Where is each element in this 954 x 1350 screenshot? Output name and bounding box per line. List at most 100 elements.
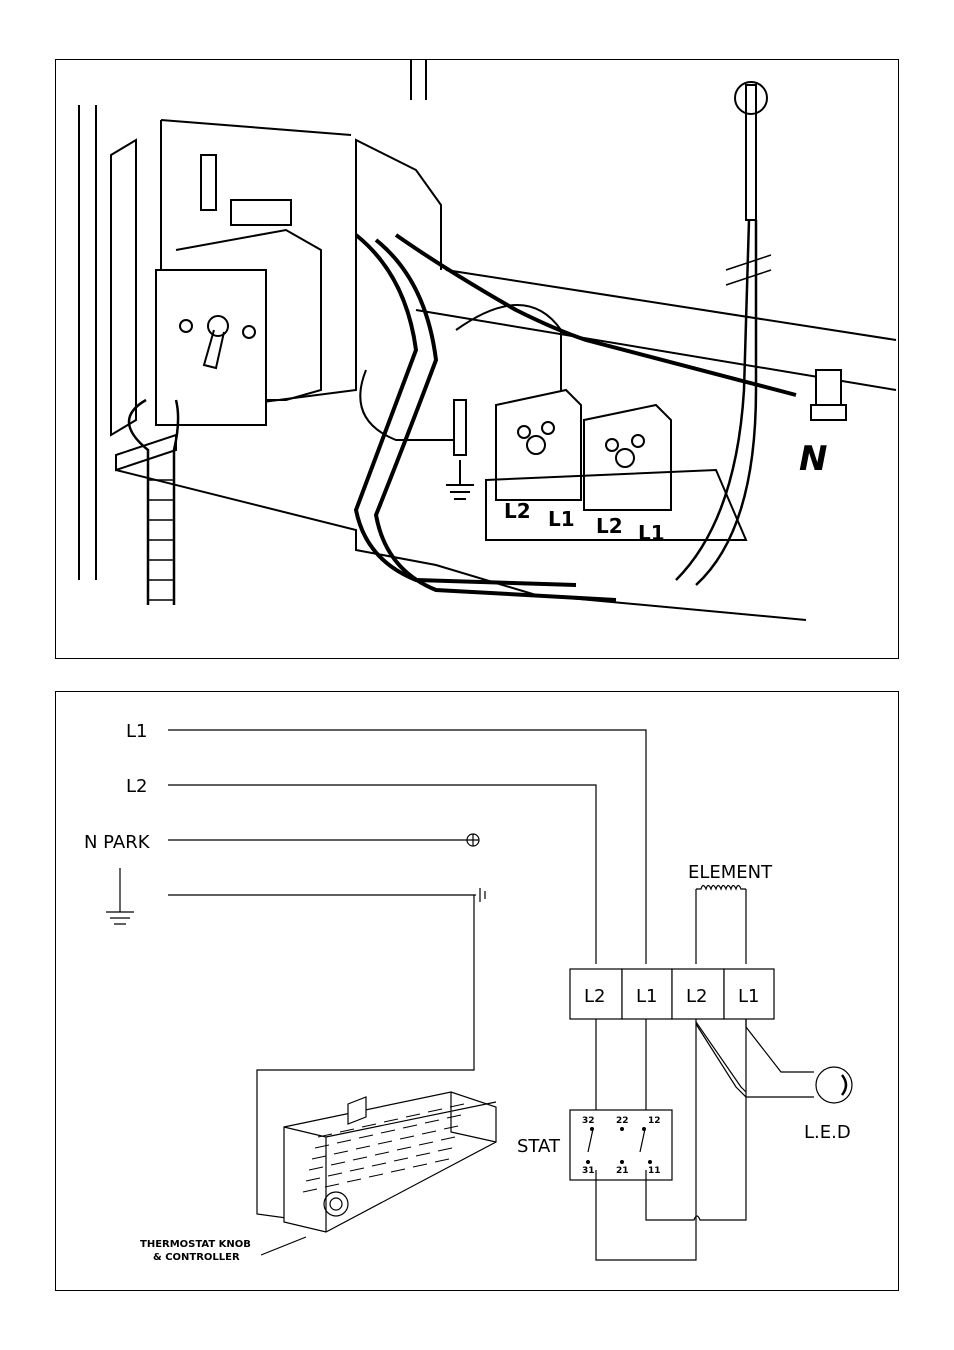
controller-caption-line2: & CONTROLLER [153,1252,240,1263]
element-coil [696,884,746,891]
wiring-illustration-panel: L2 L1 L2 L1 N [55,59,899,659]
led-arc [840,1074,848,1096]
vent-slot [302,1188,318,1193]
terminal-box-l1-b [723,968,775,1020]
supply-label-l1: L1 [126,721,147,742]
terminal-base [485,468,748,541]
vent-slot [446,1114,462,1119]
pictorial-terminal-label: L2 [596,514,623,538]
right-wall-edge [410,60,427,100]
terminal-box-l1-a [621,968,673,1020]
terminal-screw [631,434,645,448]
terminal-block-right [583,403,672,511]
vent-slot [393,1157,409,1162]
vent-slot [421,1130,437,1135]
contact-dot [642,1127,646,1131]
vent-slot [368,1173,384,1178]
thermostat-knob-center [329,1197,343,1211]
terminal-screw [526,435,546,455]
supply-label-l2: L2 [126,776,147,797]
led-lamp [734,81,768,115]
thermostat-tabs [200,154,292,226]
wire-neutral [394,233,797,397]
stat-contact-switch [639,1128,646,1153]
stat-contact-number: 32 [582,1116,595,1126]
left-post [78,105,97,580]
vent-slot [390,1168,406,1173]
terminal-label: L1 [738,986,759,1007]
wire [695,1019,747,1093]
caption-leader-line [260,1236,307,1256]
vent-slot [434,1158,450,1163]
wire-loom-1 [353,233,577,587]
controller-vents [302,1103,465,1193]
led-label: L.E.D [804,1122,851,1143]
vent-slot [349,1167,365,1172]
neutral-nut [810,404,847,421]
vent-slot [437,1147,453,1152]
terminal-screw [605,438,619,452]
vent-slot [330,1161,346,1166]
vent-slot [374,1151,390,1156]
controller-caption-line1: THERMOSTAT KNOB [140,1239,251,1250]
wire-break-mark [725,254,772,286]
vent-slot [415,1152,431,1157]
vent-slot [427,1108,443,1113]
vent-slot [405,1113,421,1118]
element-leads [695,889,747,964]
vent-slot [336,1139,352,1144]
neutral-terminal-cross [467,834,479,846]
vent-slot [311,1155,327,1160]
vent-slot [371,1162,387,1167]
pictorial-terminal-label: L1 [548,507,575,531]
thermostat-knob-stem [202,329,225,370]
contact-dot [586,1160,590,1164]
vent-slot [424,1119,440,1124]
wire [745,1019,814,1073]
pictorial-terminal-label: L1 [638,521,665,545]
vent-slot [383,1118,399,1123]
vent-slot [308,1166,324,1171]
vent-slot [339,1128,355,1133]
contact-dot [590,1127,594,1131]
vent-slot [358,1134,374,1139]
vent-slot [399,1135,415,1140]
stat-contact-number: 22 [616,1116,629,1126]
contact-dot [620,1127,624,1131]
controller-housing [283,1091,497,1233]
stat-contact-number: 11 [648,1166,661,1176]
wire-loop [455,304,562,400]
earth-stud [453,399,467,456]
bracket-top [160,119,352,136]
schematic-panel: L1 L2 N PARK [55,691,899,1291]
contact-dot [620,1160,624,1164]
vent-slot [352,1156,368,1161]
base-plate-edge [115,433,177,472]
led-lead-sleeve [745,84,757,221]
vent-slot [327,1172,343,1177]
contact-dot [648,1160,652,1164]
thermostat-body [175,228,322,401]
controller-clip [347,1096,367,1125]
controller-edges [283,1092,497,1232]
vent-slot [440,1136,456,1141]
earth-ground-symbol [106,868,134,925]
conduit-ribs [148,479,174,601]
wiring-schematic: L1 L2 N PARK [84,721,853,1263]
wire-loom-2 [373,238,617,602]
vent-slot [377,1140,393,1145]
terminal-screw [615,448,635,468]
l2-supply-line [168,784,597,964]
earth-symbol [446,460,474,500]
vent-slot [380,1129,396,1134]
terminal-block-left [495,388,582,501]
led-wires [675,219,758,586]
terminal-label: L1 [636,986,657,1007]
neutral-label: N [799,439,827,479]
stat-contact-number: 12 [648,1116,661,1126]
stat-label: STAT [517,1136,561,1157]
vent-slot [324,1183,340,1188]
vent-slot [449,1103,465,1108]
stat-box [569,1109,673,1181]
vent-slot [396,1146,412,1151]
